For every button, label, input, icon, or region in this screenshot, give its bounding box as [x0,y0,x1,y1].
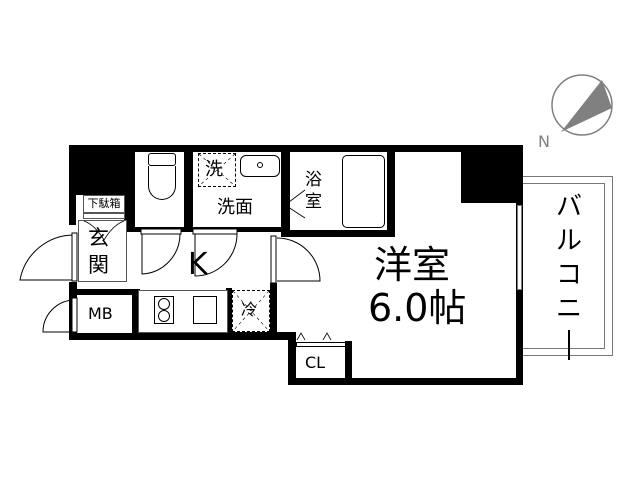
meter-box [77,295,132,333]
wall-bottom-right [288,378,523,385]
wall-kitchen-bottom [69,332,296,340]
wall-left-upper [69,145,131,195]
entrance-label-2: 関 [88,253,109,277]
compass-north-label: N [538,132,550,151]
wall-bath-bottom [281,230,395,237]
kitchen-label: K [188,247,208,282]
washer-label: 洗 [205,159,223,180]
wall-closet-right [345,341,352,385]
wall-fridge-right [270,283,277,340]
toilet-tank [148,153,176,166]
wall-wash-right [281,145,290,237]
meter-box-label: MB [88,304,113,323]
burner-1 [158,298,170,310]
balcony-label: バ ル コ ニ [556,190,582,360]
washroom-label: 洗面 [217,197,253,218]
wall-top [69,145,523,152]
bathroom-label-2: 室 [305,192,322,212]
wall-bath-right [387,145,395,237]
wall-left [69,145,76,225]
western-room-label: 洋室 [374,243,451,287]
wall-pillar [461,145,523,203]
compass-icon [551,74,613,136]
sink [193,296,217,324]
shoe-box-label: 下駄箱 [87,197,121,210]
shoe-box-shelf [83,213,125,219]
bathtub [342,155,385,228]
wall-closet-left [288,336,296,385]
wall-mb-right [131,289,140,339]
western-room-size: 6.0帖 [368,286,467,330]
shoe-box: 下駄箱 [83,195,125,213]
closet-rod [296,342,346,347]
wall-fridge-left [226,288,232,338]
wall-toilet-right [184,145,193,231]
closet-label: CL [305,353,326,372]
wall-mb-top [69,289,140,295]
drain [257,162,263,168]
entrance-label-1: 玄 [88,226,109,250]
burner-2 [158,310,170,322]
window [517,205,522,290]
bathroom-label-1: 浴 [305,170,322,190]
wall-toilet-left [124,145,135,231]
toilet-bowl [148,166,176,200]
entrance [78,220,127,282]
